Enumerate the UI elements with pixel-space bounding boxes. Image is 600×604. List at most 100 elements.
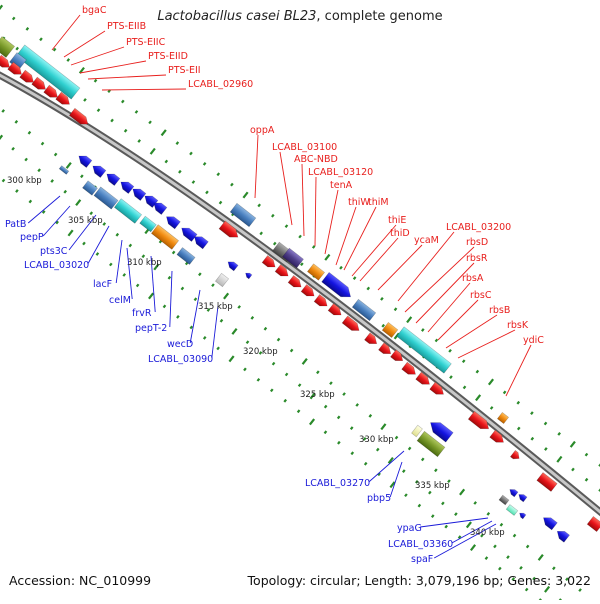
scale-tick bbox=[309, 392, 316, 400]
scale-tick bbox=[486, 511, 491, 516]
scale-tick bbox=[271, 213, 275, 218]
scale-tick bbox=[598, 463, 600, 467]
scale-tick bbox=[93, 78, 98, 83]
scale-tick bbox=[506, 555, 510, 559]
gene-feature bbox=[489, 429, 504, 443]
gene-feature bbox=[282, 247, 304, 269]
forward-gene-label: bgaC bbox=[82, 5, 107, 16]
scale-tick bbox=[298, 234, 302, 239]
scale-tick bbox=[15, 46, 19, 51]
forward-gene-label: tenA bbox=[330, 180, 353, 191]
length-label: Length: bbox=[364, 573, 412, 588]
scale-tick bbox=[444, 524, 448, 529]
kbp-tick-label: 310 kbp bbox=[127, 258, 162, 268]
forward-label-leader bbox=[254, 134, 259, 199]
scale-tick bbox=[283, 398, 287, 403]
reverse-label-leader bbox=[68, 214, 97, 251]
gene-feature bbox=[58, 165, 70, 175]
forward-label-leader bbox=[445, 314, 498, 349]
scale-tick bbox=[465, 521, 472, 529]
gene-feature bbox=[55, 91, 70, 105]
scale-tick bbox=[459, 488, 466, 496]
gene-feature bbox=[78, 155, 93, 168]
scale-tick bbox=[480, 533, 484, 538]
reverse-gene-label: pts3C bbox=[40, 246, 68, 257]
forward-label-leader bbox=[314, 176, 317, 247]
scale-tick bbox=[557, 432, 561, 436]
scale-tick bbox=[121, 99, 125, 104]
gene-feature bbox=[313, 294, 328, 307]
scale-tick bbox=[565, 577, 569, 582]
forward-label-leader bbox=[63, 30, 106, 58]
kbp-tick-label: 320 kbp bbox=[243, 347, 278, 357]
kbp-tick-label: 300 kbp bbox=[7, 176, 42, 186]
scale-tick bbox=[355, 403, 359, 407]
forward-label-leader bbox=[87, 74, 167, 80]
gene-feature bbox=[176, 247, 196, 265]
gene-feature bbox=[0, 54, 10, 68]
forward-gene-label: thiE bbox=[388, 215, 406, 226]
scale-tick bbox=[584, 452, 589, 457]
scale-tick bbox=[350, 451, 355, 456]
scale-tick bbox=[368, 413, 373, 418]
reverse-gene-label: pbp5 bbox=[367, 493, 391, 504]
gene-feature bbox=[7, 61, 22, 75]
scale-tick bbox=[160, 129, 167, 137]
scale-tick bbox=[352, 276, 357, 280]
gene-feature bbox=[139, 215, 157, 233]
scale-tick bbox=[122, 273, 127, 277]
gene-feature bbox=[416, 430, 446, 458]
scale-tick bbox=[475, 394, 482, 402]
scale-tick bbox=[228, 355, 235, 363]
reverse-gene-label: spaF bbox=[411, 554, 433, 565]
scale-tick bbox=[420, 457, 425, 462]
scale-tick bbox=[457, 535, 462, 539]
forward-label-leader bbox=[279, 151, 293, 226]
gene-feature bbox=[429, 381, 444, 395]
scale-tick bbox=[256, 377, 261, 382]
reverse-gene-label: PatB bbox=[5, 219, 26, 230]
scale-tick bbox=[532, 576, 536, 581]
scale-tick bbox=[263, 326, 268, 331]
forward-label-leader bbox=[404, 246, 475, 313]
scale-tick bbox=[40, 141, 45, 146]
length-value: 3,079,196 bp bbox=[415, 573, 500, 588]
gene-feature bbox=[341, 315, 360, 331]
scale-tick bbox=[537, 553, 544, 561]
scale-tick bbox=[487, 378, 495, 386]
scale-tick bbox=[393, 307, 398, 312]
scale-tick bbox=[242, 191, 249, 199]
scale-tick bbox=[189, 325, 194, 330]
scale-tick bbox=[178, 169, 182, 174]
scale-tick bbox=[375, 447, 380, 452]
forward-label-leader bbox=[101, 88, 187, 91]
scale-tick bbox=[110, 118, 114, 123]
gene-feature bbox=[132, 188, 147, 201]
scale-tick bbox=[284, 372, 289, 377]
scale-tick bbox=[402, 469, 406, 473]
scale-tick bbox=[421, 328, 425, 332]
scale-tick bbox=[216, 172, 221, 177]
scale-tick bbox=[259, 231, 263, 236]
gene-feature bbox=[519, 512, 527, 520]
gene-feature bbox=[181, 227, 198, 242]
scale-tick bbox=[349, 426, 354, 431]
gene-feature bbox=[536, 472, 558, 492]
scale-tick bbox=[1, 178, 6, 183]
gene-feature bbox=[214, 272, 230, 288]
forward-gene-label: ydiC bbox=[523, 335, 544, 346]
forward-label-leader bbox=[415, 262, 475, 324]
scale-tick bbox=[24, 157, 28, 162]
scale-tick bbox=[502, 390, 507, 395]
reverse-label-leader bbox=[368, 450, 405, 483]
scale-tick bbox=[342, 392, 346, 396]
scale-tick bbox=[473, 501, 477, 505]
accession-value: NC_010999 bbox=[79, 573, 152, 588]
forward-gene-label: oppA bbox=[250, 125, 275, 136]
scale-tick bbox=[65, 161, 72, 169]
kbp-tick-label: 330 kbp bbox=[359, 435, 394, 445]
scale-tick bbox=[167, 275, 172, 280]
forward-gene-label: LCABL_03200 bbox=[446, 222, 511, 233]
